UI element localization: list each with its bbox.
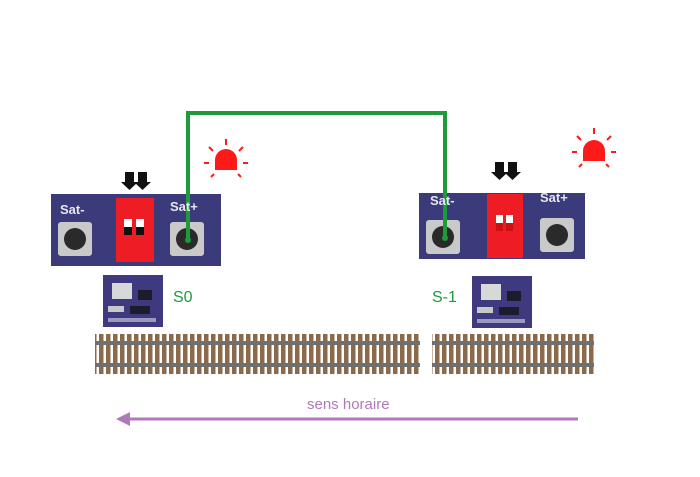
alarm-light-icon xyxy=(204,139,248,178)
dip-key-right-1b xyxy=(496,223,503,231)
controller-module-right xyxy=(472,276,532,328)
sensor-label-s0: S0 xyxy=(173,289,193,306)
sensor-label-s-1: S-1 xyxy=(432,289,457,306)
dip-key-left-2 xyxy=(136,219,144,227)
sat-minus-label-left: Sat- xyxy=(60,202,85,217)
connection-wire xyxy=(186,111,447,240)
sat-plus-label-right: Sat+ xyxy=(540,190,568,205)
push-button-sat-plus-right[interactable] xyxy=(540,218,574,252)
sat-minus-label-right: Sat- xyxy=(430,193,455,208)
dip-switch-right[interactable] xyxy=(487,194,523,258)
track-section-right xyxy=(432,334,594,374)
direction-label: sens horaire xyxy=(307,396,390,413)
push-button-sat-minus-left[interactable] xyxy=(58,222,92,256)
dip-key-left-1b xyxy=(124,227,132,235)
dip-key-right-2 xyxy=(506,215,513,223)
wire-end-right xyxy=(442,235,448,241)
double-down-arrow-icon xyxy=(491,162,521,180)
board-left xyxy=(51,139,248,327)
sat-plus-label-left: Sat+ xyxy=(170,199,198,214)
dip-key-left-1 xyxy=(124,219,132,227)
direction-arrow xyxy=(116,412,578,426)
track-section-left xyxy=(95,334,420,374)
alarm-light-icon xyxy=(572,128,616,168)
dip-switch-left[interactable] xyxy=(116,198,154,262)
double-down-arrow-icon xyxy=(121,172,151,190)
wire-end-left xyxy=(185,237,191,243)
dip-key-right-1 xyxy=(496,215,503,223)
controller-module-left xyxy=(103,275,163,327)
dip-key-right-2b xyxy=(506,223,513,231)
dip-key-left-2b xyxy=(136,227,144,235)
